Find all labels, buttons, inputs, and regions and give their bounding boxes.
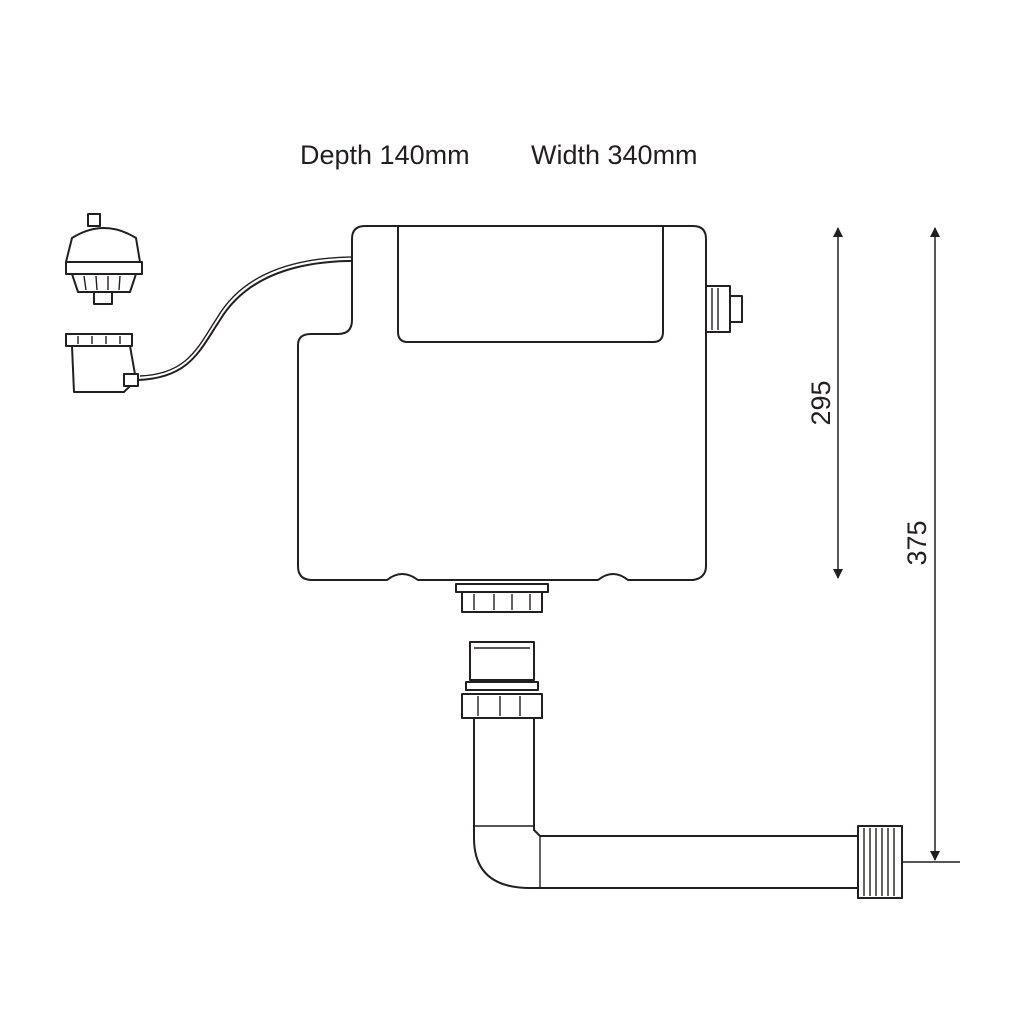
flush-pipe-icon: [461, 641, 903, 899]
height-375-label: 375: [902, 520, 932, 565]
height-295-label: 295: [806, 380, 836, 425]
dimension-header: Depth 140mm Width 340mm: [0, 140, 1024, 184]
water-inlet-icon: [705, 285, 743, 333]
flush-button-icon: [65, 213, 143, 305]
cistern-body: [297, 225, 707, 581]
depth-label: Depth 140mm: [300, 140, 470, 170]
width-label: Width 340mm: [531, 140, 698, 170]
outlet-nut-icon: [455, 583, 549, 613]
cistern-top-panel: [397, 225, 664, 343]
button-housing-icon: [65, 333, 139, 393]
